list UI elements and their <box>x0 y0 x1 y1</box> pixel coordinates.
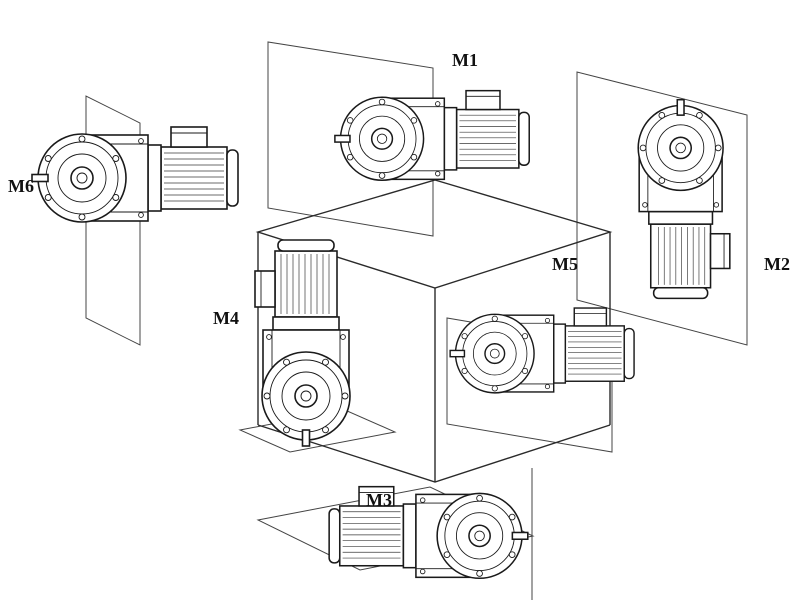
label-m4: M4 <box>213 308 239 328</box>
mounting-plane-m2 <box>576 71 748 346</box>
gearmotor-m2-drawing <box>631 98 739 303</box>
label-m3: M3 <box>366 490 392 510</box>
isometric-cube <box>255 179 613 483</box>
gearmotor-m1-drawing <box>333 82 533 188</box>
gearmotor-m6-drawing <box>30 118 242 230</box>
mounting-plane-m1 <box>267 41 434 237</box>
label-m6: M6 <box>8 176 34 196</box>
label-m1: M1 <box>452 50 478 70</box>
gearmotor-m4-drawing <box>246 236 358 448</box>
gearmotor-m3-drawing <box>325 478 530 586</box>
label-m2: M2 <box>764 254 790 274</box>
label-m5: M5 <box>552 254 578 274</box>
gearmotor-m5-drawing <box>448 300 638 400</box>
mounting-plane-m6 <box>85 95 141 346</box>
